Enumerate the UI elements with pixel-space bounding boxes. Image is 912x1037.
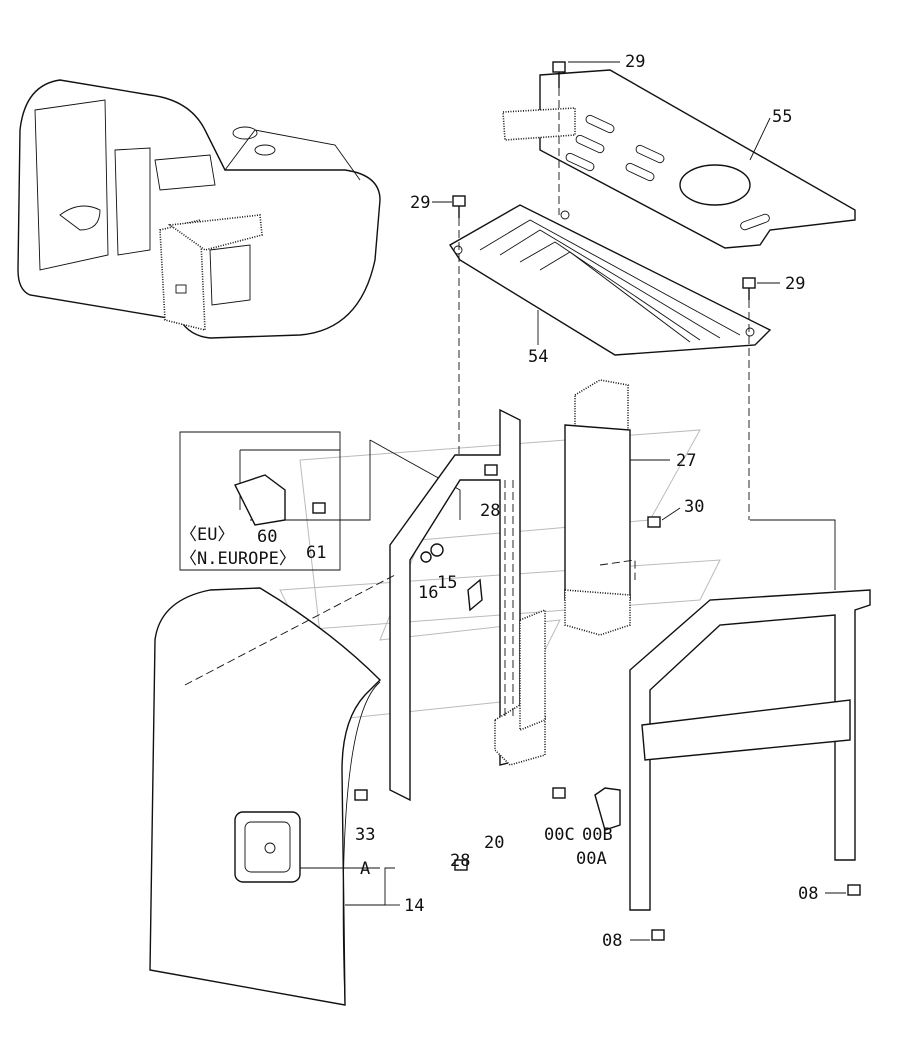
callout-55: 55: [772, 107, 792, 127]
leader-lines: [300, 61, 846, 941]
callout-08: 08: [798, 884, 818, 904]
left-frame-20: [389, 408, 546, 802]
cover-plate-54: [449, 204, 772, 356]
bracket-27: [564, 379, 636, 636]
top-cover-55: [502, 69, 856, 249]
callout-61: 61: [306, 543, 326, 563]
inset-label-eu: 〈EU〉: [180, 525, 234, 545]
callout-08: 08: [602, 931, 622, 951]
bolts-29: [452, 61, 756, 460]
right-frame: [594, 420, 871, 911]
callout-20: 20: [484, 833, 504, 853]
callout-30: 30: [684, 497, 704, 517]
callout-15: 15: [437, 573, 457, 593]
callout-60: 60: [257, 527, 277, 547]
callout-29: 29: [410, 193, 430, 213]
small-bolts: [354, 464, 861, 941]
callout-00c: 00C: [544, 825, 575, 845]
callout-14: 14: [404, 896, 424, 916]
inset-label-n-europe: 〈N.EUROPE〉: [180, 549, 296, 569]
callout-28: 28: [450, 851, 470, 871]
side-door-14: [149, 574, 396, 1006]
callout-27: 27: [676, 451, 696, 471]
callout-16: 16: [418, 583, 438, 603]
callout-29: 29: [785, 274, 805, 294]
callout-00a: 00A: [576, 849, 607, 869]
callout-29: 29: [625, 52, 645, 72]
callout-28: 28: [480, 501, 500, 521]
callout-33: 33: [355, 825, 375, 845]
callout-00b: 00B: [582, 825, 613, 845]
callout-labels: 29 55 29 29 54 27 30 28 15 16 60 61 〈EU〉…: [180, 52, 818, 951]
callout-a: A: [360, 859, 370, 879]
callout-54: 54: [528, 347, 548, 367]
excavator-overview: [17, 79, 381, 339]
inset-eu-detail: [179, 431, 461, 571]
